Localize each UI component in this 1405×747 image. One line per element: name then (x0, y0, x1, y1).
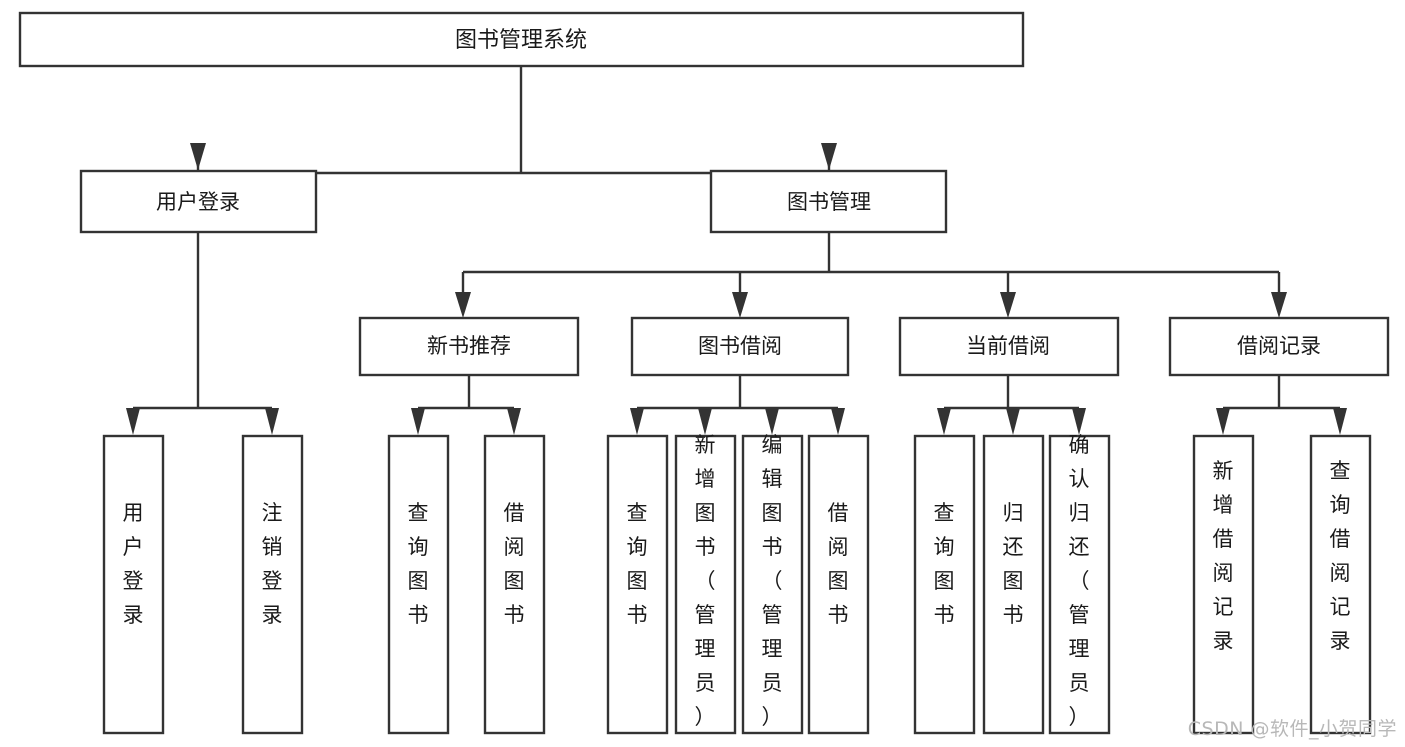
node-book-manage-box[interactable] (709, 169, 948, 234)
leaf-bookborrow-edit-label: 编辑图书（管理员） (762, 433, 783, 729)
arrow-head-borrow-record (1271, 292, 1287, 318)
leaf-node[interactable]: 编辑图书（管理员） (741, 433, 804, 735)
node-root-label: 图书管理系统 (455, 28, 587, 53)
arrow-head-book-borrow-leaf4 (831, 408, 845, 435)
connector-user-login-to-leaves (126, 232, 279, 435)
connector-book-manage-to-level3 (455, 232, 1287, 318)
arrow-head-leaf-logout (265, 408, 279, 435)
connector-borrow-record-to-leaves (1216, 375, 1347, 435)
connector-new-book-to-leaves (411, 375, 521, 435)
leaf-bookborrow-query-label: 查询图书 (627, 501, 648, 627)
arrow-head-current-borrow-leaf2 (1006, 408, 1020, 435)
leaf-bookborrow-borrow-label: 借阅图书 (828, 501, 849, 627)
arrow-head-book-borrow-leaf1 (630, 408, 644, 435)
node-borrow-record-label: 借阅记录 (1237, 334, 1321, 358)
leaf-bookborrow-edit-box[interactable] (741, 434, 804, 735)
node-book-borrow-box[interactable] (630, 316, 850, 377)
leaf-node[interactable]: 查询图书 (606, 434, 669, 735)
leaf-currentborrow-confirm-label: 确认归还（管理员） (1069, 433, 1090, 729)
node-book-manage[interactable]: 图书管理 (709, 169, 948, 234)
node-new-book-recommend-label: 新书推荐 (427, 334, 511, 358)
leaf-record-query-box[interactable] (1309, 434, 1372, 735)
node-borrow-record-box[interactable] (1168, 316, 1390, 377)
node-book-borrow[interactable]: 图书借阅 (630, 316, 850, 377)
arrow-head-current-borrow (1000, 292, 1016, 318)
node-book-borrow-label: 图书借阅 (698, 334, 782, 358)
leaf-newbook-query-label: 查询图书 (408, 501, 429, 627)
arrow-head-book-borrow-leaf2 (698, 408, 712, 435)
leaf-currentborrow-query-box[interactable] (913, 434, 976, 735)
arrow-head-current-borrow-leaf1 (937, 408, 951, 435)
node-current-borrow-label: 当前借阅 (966, 334, 1050, 358)
leaf-logout-box[interactable] (241, 434, 304, 735)
node-user-login-label: 用户登录 (156, 190, 240, 214)
leaf-bookborrow-add-box[interactable] (674, 434, 737, 735)
leaf-record-query-label: 查询借阅记录 (1330, 459, 1351, 653)
leaf-record-add-box[interactable] (1192, 434, 1255, 735)
leaf-logout-label: 注销登录 (262, 501, 283, 627)
leaf-bookborrow-borrow-box[interactable] (807, 434, 870, 735)
leaf-node[interactable]: 新增借阅记录 (1192, 434, 1255, 735)
leaf-user-login-box[interactable] (102, 434, 165, 735)
leaf-node[interactable]: 确认归还（管理员） (1048, 433, 1111, 735)
connector-book-borrow-to-leaves (630, 375, 845, 435)
leaf-newbook-borrow-box[interactable] (483, 434, 546, 735)
arrow-head-current-borrow-leaf3 (1072, 408, 1086, 435)
leaf-bookborrow-query-box[interactable] (606, 434, 669, 735)
connector-root-to-level2 (190, 66, 845, 175)
leaf-bookborrow-add-label: 新增图书（管理员） (695, 433, 716, 729)
leaf-newbook-query-box[interactable] (387, 434, 450, 735)
leaf-node[interactable]: 归还图书 (982, 434, 1045, 735)
node-root-box[interactable] (18, 11, 1025, 68)
node-current-borrow[interactable]: 当前借阅 (898, 316, 1120, 377)
leaf-node[interactable]: 查询借阅记录 (1309, 434, 1372, 735)
node-new-book-recommend[interactable]: 新书推荐 (358, 316, 580, 377)
connector-current-borrow-to-leaves (937, 375, 1086, 435)
arrow-head-book-borrow-leaf3 (765, 408, 779, 435)
arrow-head-new-book (455, 292, 471, 318)
arrow-head-borrow-record-leaf2 (1333, 408, 1347, 435)
leaf-currentborrow-query-label: 查询图书 (934, 501, 955, 627)
leaf-node[interactable]: 查询图书 (913, 434, 976, 735)
leaf-user-login-label: 用户登录 (123, 501, 144, 627)
node-user-login[interactable]: 用户登录 (79, 169, 318, 234)
leaf-currentborrow-return-box[interactable] (982, 434, 1045, 735)
leaf-record-add-label: 新增借阅记录 (1213, 459, 1234, 653)
node-root[interactable]: 图书管理系统 (18, 11, 1025, 68)
leaf-node[interactable]: 借阅图书 (483, 434, 546, 735)
node-current-borrow-box[interactable] (898, 316, 1120, 377)
arrow-head-new-book-leaf1 (411, 408, 425, 435)
node-user-login-box[interactable] (79, 169, 318, 234)
arrow-head-borrow-record-leaf1 (1216, 408, 1230, 435)
node-borrow-record[interactable]: 借阅记录 (1168, 316, 1390, 377)
leaf-node[interactable]: 查询图书 (387, 434, 450, 735)
leaf-currentborrow-return-label: 归还图书 (1003, 501, 1024, 627)
leaf-node[interactable]: 借阅图书 (807, 434, 870, 735)
leaf-newbook-borrow-label: 借阅图书 (504, 501, 525, 627)
leaf-node[interactable]: 用户登录 (102, 434, 165, 735)
leaf-node[interactable]: 新增图书（管理员） (674, 433, 737, 735)
arrow-head-leaf-user-login (126, 408, 140, 435)
leaf-node[interactable]: 注销登录 (241, 434, 304, 735)
arrow-head-user-login (190, 143, 206, 170)
arrow-head-book-borrow (732, 292, 748, 318)
leaf-currentborrow-confirm-box[interactable] (1048, 434, 1111, 735)
node-book-manage-label: 图书管理 (787, 190, 871, 214)
arrow-head-new-book-leaf2 (507, 408, 521, 435)
arrow-head-book-manage (821, 143, 837, 170)
node-new-book-recommend-box[interactable] (358, 316, 580, 377)
